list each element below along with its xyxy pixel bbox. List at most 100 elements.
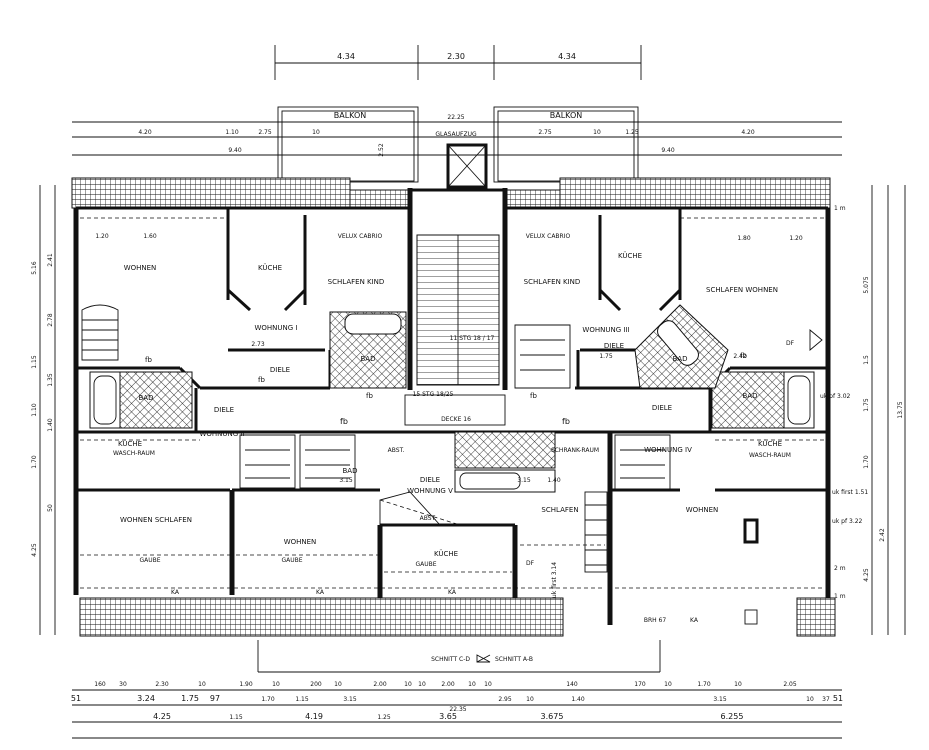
- stairs: [81, 234, 671, 573]
- fb-2: fb: [258, 376, 265, 384]
- room-schlafen-kind-w1: SCHLAFEN KIND: [328, 278, 385, 286]
- dim-b1-4: 10: [198, 681, 206, 688]
- dim-top-3: 4.34: [558, 52, 576, 61]
- uk-first-151: uk first 1.51: [832, 489, 868, 496]
- room-diele-mid: DIELE: [420, 476, 440, 484]
- dim-b1-2: 30: [119, 681, 127, 688]
- dim-left-4: 1.15: [31, 355, 38, 369]
- ka-3: KA: [448, 589, 457, 596]
- roof-strips: [71, 177, 836, 637]
- dim-b3-5: 3.65: [439, 712, 457, 721]
- ka-1: KA: [171, 589, 180, 596]
- room-bad-w3: BAD: [673, 355, 688, 363]
- rd-8: 3.15: [339, 477, 353, 484]
- rd-2: 1.60: [143, 233, 157, 240]
- uk-pf-302: uk pf 3.02: [820, 393, 851, 400]
- uk-first-mid: uk first 3.14: [551, 562, 558, 598]
- rd-3: 1.80: [737, 235, 751, 242]
- right-dimensions: 5.075 1.5 1.75 1.70 2.42 4.25 13.75: [863, 185, 906, 635]
- dim-b2-4: 97: [210, 694, 220, 703]
- dim-b1-6: 10: [272, 681, 280, 688]
- ka-4: KA: [690, 617, 699, 624]
- dim-b1-16: 170: [634, 681, 646, 688]
- level-1m-b: 1 m: [834, 593, 846, 600]
- dim-r2-4: 10: [312, 129, 320, 136]
- dim-r3-2: 2.52: [378, 143, 385, 157]
- dim-left-10: 4.25: [31, 543, 38, 557]
- room-kueche-w5: KÜCHE: [434, 549, 458, 558]
- dim-b1-5: 1.90: [239, 681, 253, 688]
- gaube-1: GAUBE: [139, 557, 160, 564]
- room-labels: WOHNEN KÜCHE SCHLAFEN KIND VELUX CABRIO …: [113, 233, 795, 624]
- rd-7: 2.42: [733, 353, 747, 360]
- room-kueche-w3: KÜCHE: [618, 251, 642, 260]
- dim-right-6: 4.25: [863, 568, 870, 582]
- dim-r2-9: 4.20: [741, 129, 755, 136]
- dim-r2-total: 22.25: [447, 114, 464, 121]
- dim-right-total: 13.75: [897, 401, 904, 418]
- velux-right-label: VELUX CABRIO: [526, 233, 571, 240]
- room-schlafen-wohnen-w3: SCHLAFEN WOHNEN: [706, 286, 778, 294]
- schnitt-ab: SCHNITT A-B: [495, 656, 533, 663]
- label-wohnung-3: WOHNUNG III: [582, 326, 629, 334]
- dim-b3-3: 4.19: [305, 712, 323, 721]
- rd-4: 1.20: [789, 235, 803, 242]
- decke-label: DECKE 16: [441, 416, 471, 423]
- dim-b2-total: 22.35: [449, 706, 466, 713]
- rd-1: 1.20: [95, 233, 109, 240]
- room-dimensions: 1.20 1.60 1.80 1.20 2.73 1.75 2.42 3.15 …: [95, 233, 803, 484]
- stair-up-label: 15 STG 18/25: [413, 391, 454, 398]
- fb-1: fb: [145, 356, 152, 364]
- label-wohnung-4: WOHNUNG IV: [644, 446, 692, 454]
- glasaufzug-label: GLASAUFZUG: [435, 131, 477, 138]
- dim-left-6: 1.10: [31, 403, 38, 417]
- df-2: DF: [786, 340, 795, 347]
- room-diele-w4: DIELE: [652, 404, 672, 412]
- room-wasch-w2: WASCH-RAUM: [113, 450, 155, 457]
- room-bad-w4: BAD: [743, 392, 758, 400]
- annotations: uk pf 3.02 uk first 1.51 uk pf 3.22 uk f…: [257, 205, 868, 673]
- dim-b3-2: 1.15: [229, 714, 243, 721]
- rd-9: 3.15: [517, 477, 531, 484]
- dim-b2-14: 51: [833, 694, 843, 703]
- dim-top-2: 2.30: [447, 52, 465, 61]
- dim-b3-4: 1.25: [377, 714, 391, 721]
- dim-b1-15: 140: [566, 681, 578, 688]
- dim-b2-12: 10: [806, 696, 814, 703]
- room-wohnen-w1: WOHNEN: [124, 264, 157, 272]
- room-diele-w1: DIELE: [270, 366, 290, 374]
- dim-b1-12: 2.00: [441, 681, 455, 688]
- balkon-left-label: BALKON: [334, 111, 367, 120]
- dim-left-2: 2.41: [47, 253, 54, 267]
- dim-b1-17: 10: [664, 681, 672, 688]
- dim-left-9: 50: [47, 504, 54, 512]
- dim-b2-10: 1.40: [571, 696, 585, 703]
- dim-r2-1: 4.20: [138, 129, 152, 136]
- label-wohnung-1: WOHNUNG I: [254, 324, 297, 332]
- dim-right-4: 1.70: [863, 455, 870, 469]
- dim-r3-1: 9.40: [228, 147, 242, 154]
- dim-b1-14: 10: [484, 681, 492, 688]
- fb-7: fb: [740, 352, 747, 360]
- dim-left-1: 5.16: [31, 261, 38, 275]
- dim-r2-8: 1.25: [625, 129, 639, 136]
- rd-10: 1.40: [547, 477, 561, 484]
- room-bad-w1: BAD: [361, 355, 376, 363]
- room-kueche-w4: KÜCHE: [758, 439, 782, 448]
- dim-b2-5: 1.70: [261, 696, 275, 703]
- df-1: DF: [526, 560, 535, 567]
- dim-b1-13: 10: [468, 681, 476, 688]
- top-dimensions: 4.34 2.30 4.34 4.20 1.10 2.75 10 22.25 2…: [72, 45, 842, 157]
- rd-5: 2.73: [251, 341, 265, 348]
- dim-b2-9: 10: [526, 696, 534, 703]
- stair-top-label: 11 STG 18 / 17: [450, 335, 495, 342]
- room-kueche-w1: KÜCHE: [258, 263, 282, 272]
- gaube-2: GAUBE: [281, 557, 302, 564]
- dim-left-8: 1.70: [31, 455, 38, 469]
- dim-r2-7: 10: [593, 129, 601, 136]
- fb-3: fb: [340, 417, 348, 426]
- dim-r2-3: 2.75: [258, 129, 272, 136]
- dim-r3-3: 9.40: [661, 147, 675, 154]
- dim-b1-19: 10: [734, 681, 742, 688]
